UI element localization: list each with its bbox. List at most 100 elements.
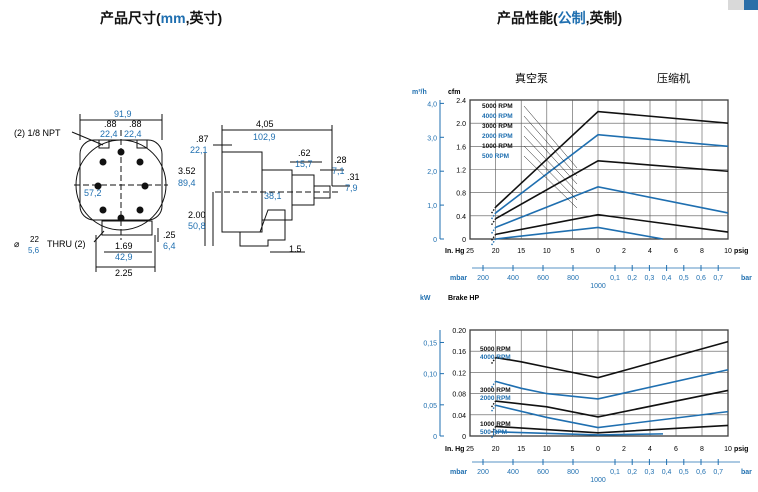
x-tick-label-pressure: 10 bbox=[724, 446, 732, 453]
series-line-1000-rpm bbox=[495, 213, 729, 236]
series-stub bbox=[491, 227, 497, 234]
label-base-in-2: 2.25 bbox=[115, 268, 133, 278]
y-tick-label: 0.04 bbox=[452, 413, 466, 420]
front-top-port-left bbox=[98, 139, 110, 149]
bar-tick-label: 0,6 bbox=[696, 469, 706, 476]
y-tick-label: 2.0 bbox=[456, 121, 466, 128]
x-label-inhg: In. Hg bbox=[445, 446, 464, 453]
series-stub bbox=[491, 238, 497, 246]
legend-label: 1000 RPM bbox=[482, 143, 513, 150]
label-npt: (2) 1/8 NPT bbox=[14, 128, 61, 138]
label-base-off: 1.5 bbox=[289, 244, 302, 254]
mbar-tick-label: 600 bbox=[537, 469, 549, 476]
series-stub bbox=[491, 218, 497, 226]
mbar-tick-label: 400 bbox=[507, 275, 519, 282]
dimensions-unit-mm: mm bbox=[160, 10, 186, 26]
series-stub bbox=[491, 357, 497, 364]
y2-tick-label: 0 bbox=[433, 434, 437, 441]
front-bolt-1 bbox=[99, 158, 107, 166]
x-tick-label-vacuum: 20 bbox=[492, 248, 500, 255]
scrollbar[interactable] bbox=[728, 0, 758, 10]
dimension-drawing: (2) 1/8 NPT 91,9 .88 .88 22,4 22,4 57,2 … bbox=[14, 109, 360, 278]
side-base-foot bbox=[239, 209, 286, 247]
y-tick-label: 0.4 bbox=[456, 214, 466, 221]
series-stub bbox=[491, 381, 497, 388]
x-tick-label-vacuum: 10 bbox=[543, 248, 551, 255]
label-shaft-d-mm: 7,9 bbox=[345, 183, 358, 193]
y-tick-label: 0.08 bbox=[452, 392, 466, 399]
y2-tick-label: 0,10 bbox=[423, 372, 437, 379]
series-line-2000-rpm bbox=[495, 186, 729, 229]
y-tick-label: 0.16 bbox=[452, 349, 466, 356]
label-vacuum: 真空泵 bbox=[515, 71, 548, 85]
bar-tick-label: 0,2 bbox=[627, 275, 637, 282]
y-tick-label: 0.20 bbox=[452, 328, 466, 335]
label-kw: kW bbox=[420, 295, 431, 302]
bar-tick-label: 0,5 bbox=[679, 275, 689, 282]
series-stub bbox=[491, 400, 497, 408]
performance-heading-text: 产品性能( bbox=[497, 10, 558, 26]
series-line-3000-rpm bbox=[495, 159, 729, 220]
dim-npt-leader bbox=[71, 131, 104, 146]
label-h-in: 3.52 bbox=[178, 166, 196, 176]
legend-leader bbox=[523, 105, 578, 169]
mbar-zero-label: 1000 bbox=[590, 477, 606, 484]
x-tick-label-pressure: 4 bbox=[648, 248, 652, 255]
dim-hole-leader bbox=[93, 230, 105, 243]
bar-tick-label: 0,1 bbox=[610, 469, 620, 476]
legend-leader bbox=[523, 155, 578, 209]
x-tick-label-pressure: 8 bbox=[700, 248, 704, 255]
x-tick-label-vacuum: 10 bbox=[543, 446, 551, 453]
bar-tick-label: 0,2 bbox=[627, 469, 637, 476]
label-base-in-1: 1.69 bbox=[115, 241, 133, 251]
y2-tick-label: 3,0 bbox=[427, 135, 437, 142]
label-hole-num: 22 bbox=[30, 235, 39, 244]
front-bolt-5 bbox=[117, 148, 125, 156]
scrollbar-thumb[interactable] bbox=[744, 0, 758, 10]
bar-tick-label: 0,3 bbox=[645, 275, 655, 282]
series-line-3000-rpm bbox=[495, 389, 729, 418]
x-tick-label-vacuum: 25 bbox=[466, 248, 474, 255]
x-label-bar: bar bbox=[741, 469, 752, 476]
series-stub bbox=[491, 431, 497, 439]
y-tick-label: 0.12 bbox=[452, 370, 466, 377]
mbar-zero-label: 1000 bbox=[590, 283, 606, 290]
x-tick-label-vacuum: 15 bbox=[517, 446, 525, 453]
x-label-inhg: In. Hg bbox=[445, 248, 464, 255]
x-label-mbar: mbar bbox=[450, 275, 467, 282]
y2-tick-label: 0 bbox=[433, 237, 437, 244]
legend-label: 3000 RPM bbox=[480, 387, 511, 394]
label-port-in-2: .88 bbox=[129, 119, 142, 129]
x-label-psig: psig bbox=[734, 248, 748, 255]
x-label-bar: bar bbox=[741, 275, 752, 282]
x-tick-label-pressure: 2 bbox=[622, 446, 626, 453]
label-foot-mm: 6,4 bbox=[163, 241, 176, 251]
y2-tick-label: 1,0 bbox=[427, 203, 437, 210]
label-key-mm: 7,1 bbox=[332, 166, 345, 176]
legend-label: 1000 RPM bbox=[480, 421, 511, 428]
series-line-2000-rpm bbox=[495, 404, 729, 429]
label-h-mm: 89,4 bbox=[178, 178, 196, 188]
y2-tick-label: 0,05 bbox=[423, 403, 437, 410]
performance-charts: 真空泵 压缩机 m³/h cfm kW Brake HP 00.40.81.21… bbox=[412, 71, 752, 484]
x-tick-label-pressure: 6 bbox=[674, 446, 678, 453]
label-body-mm: 38,1 bbox=[264, 191, 282, 201]
side-shaft-housing bbox=[291, 174, 315, 206]
series-line-5000-rpm bbox=[495, 340, 729, 379]
label-shaft-mm: 15,7 bbox=[295, 159, 313, 169]
performance-unit-rest: ,英制) bbox=[585, 10, 623, 26]
x-tick-label-vacuum: 20 bbox=[492, 446, 500, 453]
label-hole-thru: THRU (2) bbox=[47, 239, 86, 249]
label-hole-den: 5,6 bbox=[28, 246, 40, 255]
label-width-in: 91,9 bbox=[114, 109, 132, 119]
x-tick-label-vacuum: 0 bbox=[596, 248, 600, 255]
front-bolt-7 bbox=[94, 182, 102, 190]
x-tick-label-vacuum: 5 bbox=[570, 248, 574, 255]
y2-tick-label: 0,15 bbox=[423, 340, 437, 347]
y-tick-label: 1.6 bbox=[456, 144, 466, 151]
series-line-4000-rpm bbox=[495, 133, 729, 214]
mbar-tick-label: 800 bbox=[567, 469, 579, 476]
label-compressor: 压缩机 bbox=[657, 71, 690, 85]
label-key-in: .28 bbox=[334, 155, 347, 165]
y-tick-label: 2.4 bbox=[456, 98, 466, 105]
